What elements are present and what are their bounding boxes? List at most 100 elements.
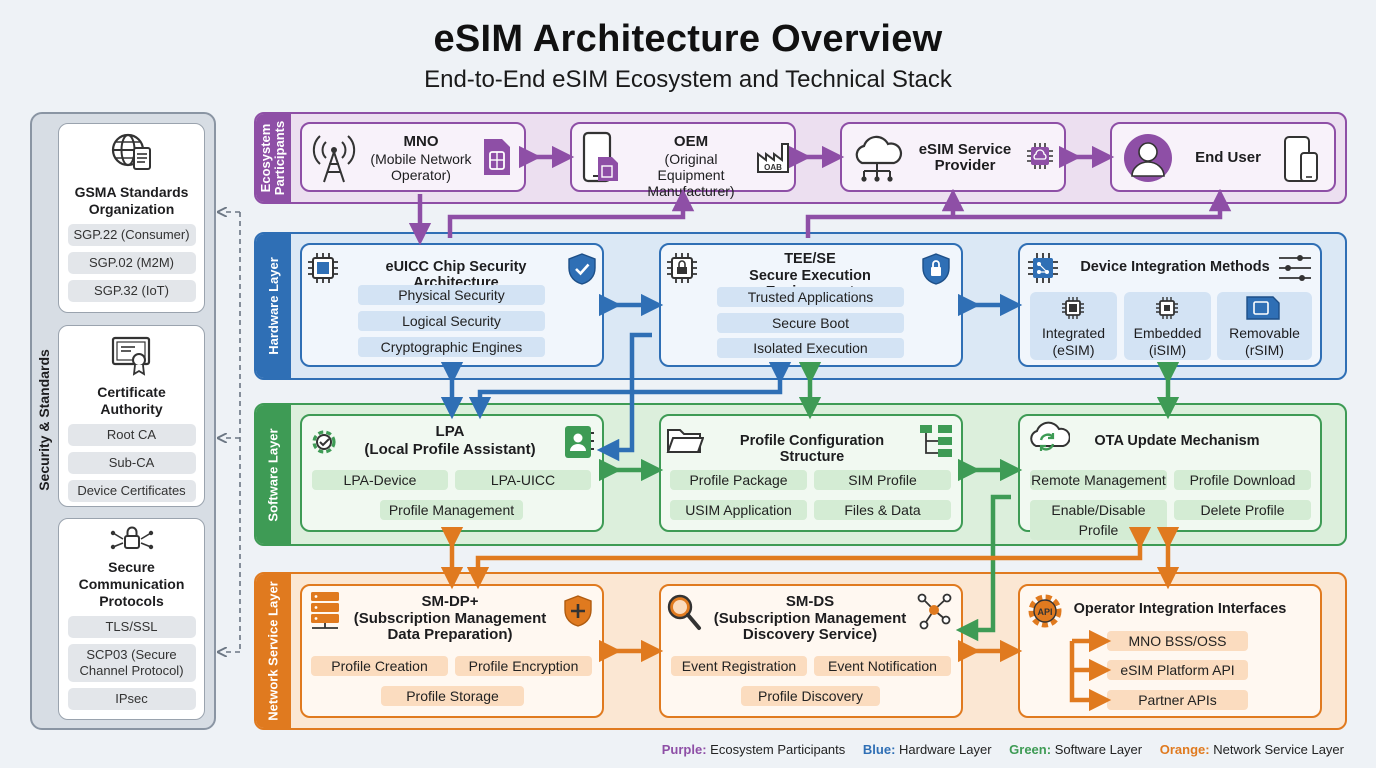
sim-card-icon xyxy=(482,137,512,182)
cloud-network-icon xyxy=(848,133,906,188)
profile-item: Files & Data xyxy=(814,500,951,520)
certificate-icon xyxy=(59,332,204,376)
ota-item: Profile Download xyxy=(1174,470,1311,490)
euicc-item: Physical Security xyxy=(358,285,545,305)
removable-sim-icon xyxy=(1245,295,1281,326)
ota-item: Delete Profile xyxy=(1174,500,1311,520)
security-standards-label: Security & Standards xyxy=(36,349,53,491)
embedded-chip-icon xyxy=(1155,296,1179,325)
globe-document-icon xyxy=(59,130,204,174)
circuit-chip-icon xyxy=(1026,251,1060,290)
ca-item: Sub-CA xyxy=(67,452,196,474)
comm-item: TLS/SSL xyxy=(67,616,196,638)
embedded-sub: (iSIM) xyxy=(1148,342,1187,358)
smds-subtitle: (Subscription Management Discovery Servi… xyxy=(713,610,907,643)
tee-item: Secure Boot xyxy=(717,313,904,333)
phone-sim-icon xyxy=(580,131,624,190)
embedded-label: Embedded xyxy=(1133,325,1202,341)
oem-name: OEM xyxy=(673,133,709,150)
contact-card-icon xyxy=(562,423,596,466)
operator-item: MNO BSS/OSS xyxy=(1107,631,1248,651)
hierarchy-icon xyxy=(918,422,956,465)
network-nodes-icon xyxy=(914,590,954,637)
cell-tower-icon xyxy=(312,130,356,189)
lpa-item: LPA-UICC xyxy=(455,470,591,490)
sliders-icon xyxy=(1276,251,1314,290)
secure-communication-title: Secure Communication Protocols xyxy=(78,559,185,609)
ota-item: Remote Management xyxy=(1030,470,1167,490)
secure-communication-card: Secure Communication Protocols TLS/SSL S… xyxy=(58,518,205,720)
tee-item: Isolated Execution xyxy=(717,338,904,358)
mno-name: MNO xyxy=(403,133,439,150)
comm-item: SCP03 (Secure Channel Protocol) xyxy=(67,644,196,682)
api-gear-icon: API xyxy=(1024,591,1066,636)
legend-item-orange: Orange: Network Service Layer xyxy=(1159,742,1344,757)
gsma-title: GSMA Standards Organization xyxy=(74,184,189,217)
lock-network-icon xyxy=(59,525,204,555)
devices-icon xyxy=(1282,134,1322,191)
comm-item: IPsec xyxy=(67,688,196,710)
smdp-item: Profile Storage xyxy=(381,686,524,706)
factory-icon: OAB xyxy=(756,140,790,179)
shield-lock-icon xyxy=(920,252,952,291)
operator-item: Partner APIs xyxy=(1107,690,1248,710)
oem-badge-text: OAB xyxy=(764,163,782,172)
certificate-authority-card: Certificate Authority Root CA Sub-CA Dev… xyxy=(58,325,205,507)
gsma-item: SGP.02 (M2M) xyxy=(67,252,196,274)
smds-item: Event Registration xyxy=(671,656,807,676)
legend-item-green: Green: Software Layer xyxy=(1009,742,1143,757)
secure-chip-icon xyxy=(665,251,699,290)
legend: Purple: Ecosystem Participants Blue: Har… xyxy=(662,742,1344,757)
ca-item: Device Certificates xyxy=(67,480,196,502)
magnifier-icon xyxy=(665,592,703,637)
removable-sub: (rSIM) xyxy=(1245,342,1284,358)
smdp-title: SM-DP+ xyxy=(421,593,479,610)
lpa-item: Profile Management xyxy=(380,500,523,520)
shield-check-icon xyxy=(566,252,598,291)
smdp-subtitle: (Subscription Management Data Preparatio… xyxy=(353,610,547,643)
page-subtitle: End-to-End eSIM Ecosystem and Technical … xyxy=(424,66,952,93)
software-layer-label: Software Layer xyxy=(265,427,281,522)
smds-title: SM-DS xyxy=(785,593,835,610)
legend-item-blue: Blue: Hardware Layer xyxy=(862,742,992,757)
user-avatar-icon xyxy=(1122,132,1174,189)
server-icon xyxy=(308,590,344,635)
ecosystem-layer-label: Ecosystem Participants xyxy=(258,120,288,196)
integrated-chip-icon xyxy=(1061,296,1085,325)
ota-title: OTA Update Mechanism xyxy=(1094,433,1260,449)
provider-name: eSIM Service Provider xyxy=(918,141,1012,174)
ota-item: Enable/Disable Profile xyxy=(1030,500,1167,540)
legend-item-purple: Purple: Ecosystem Participants xyxy=(661,742,846,757)
operator-item: eSIM Platform API xyxy=(1107,660,1248,680)
lpa-item: LPA-Device xyxy=(312,470,448,490)
removable-label: Removable xyxy=(1229,325,1300,341)
smdp-item: Profile Encryption xyxy=(455,656,592,676)
device-integration-title: Device Integration Methods xyxy=(1080,259,1270,275)
profile-item: Profile Package xyxy=(670,470,807,490)
oem-desc: (Original Equipment Manufacturer) xyxy=(647,151,735,199)
tee-title: TEE/SE xyxy=(784,251,836,267)
profile-item: USIM Application xyxy=(670,500,807,520)
hardware-layer-label: Hardware Layer xyxy=(265,257,281,355)
gear-icon xyxy=(306,424,342,465)
profile-item: SIM Profile xyxy=(814,470,951,490)
smds-item: Event Notification xyxy=(814,656,951,676)
api-badge-text: API xyxy=(1037,607,1052,617)
euicc-item: Cryptographic Engines xyxy=(358,337,545,357)
gsma-item: SGP.22 (Consumer) xyxy=(67,224,196,246)
ca-item: Root CA xyxy=(67,424,196,446)
gsma-card: GSMA Standards Organization SGP.22 (Cons… xyxy=(58,123,205,313)
gsma-item: SGP.32 (IoT) xyxy=(67,280,196,302)
integrated-sub: (eSIM) xyxy=(1052,342,1095,358)
lpa-title: LPA xyxy=(435,423,465,440)
network-layer-label: Network Service Layer xyxy=(265,581,281,721)
tee-item: Trusted Applications xyxy=(717,287,904,307)
mno-desc: (Mobile Network Operator) xyxy=(370,151,472,183)
lpa-subtitle: (Local Profile Assistant) xyxy=(364,441,536,458)
security-dashed-connectors xyxy=(222,212,241,652)
certificate-authority-title: Certificate Authority xyxy=(97,384,166,417)
smdp-item: Profile Creation xyxy=(311,656,448,676)
smds-item: Profile Discovery xyxy=(741,686,880,706)
end-user-name: End User xyxy=(1195,149,1261,166)
operator-title: Operator Integration Interfaces xyxy=(1073,601,1287,617)
